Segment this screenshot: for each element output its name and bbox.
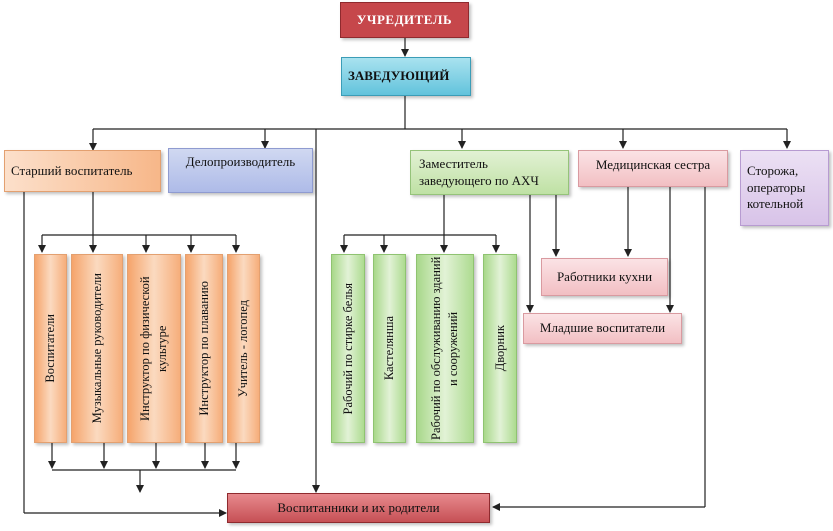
maintenance-worker-label: Рабочий по обслуживанию зданий и сооруже… <box>429 256 460 441</box>
speech-therapist-label: Учитель - логопед <box>236 299 251 398</box>
janitor-label: Дворник <box>492 325 507 372</box>
founder-box: УЧРЕДИТЕЛЬ <box>340 2 469 38</box>
clerk-box: Делопроизводитель <box>168 148 313 193</box>
speech-therapist-box: Учитель - логопед <box>227 254 260 443</box>
swim-instructor-box: Инструктор по плаванию <box>185 254 223 443</box>
pe-instructor-label: Инструктор по физической культуре <box>138 276 169 421</box>
clerk-label: Делопроизводитель <box>185 154 296 169</box>
senior-teacher-label: Старший воспитатель <box>11 162 133 178</box>
guards-box: Сторожа, операторы котельной <box>740 150 829 226</box>
kitchen-workers-box: Работники кухни <box>541 258 668 296</box>
pe-instructor-box: Инструктор по физической культуре <box>127 254 181 443</box>
pupils-parents-label: Воспитанники и их родители <box>277 499 440 515</box>
senior-teacher-box: Старший воспитатель <box>4 150 161 192</box>
janitor-box: Дворник <box>483 254 517 443</box>
teachers-box: Воспитатели <box>34 254 67 443</box>
linen-keeper-label: Кастелянша <box>382 316 397 381</box>
laundry-worker-label: Рабочий по стирке белья <box>340 282 355 415</box>
deputy-ahch-label: Заместитель заведующего по АХЧ <box>419 155 539 188</box>
founder-label: УЧРЕДИТЕЛЬ <box>356 11 453 27</box>
kitchen-workers-label: Работники кухни <box>556 268 653 284</box>
maintenance-worker-box: Рабочий по обслуживанию зданий и сооруже… <box>416 254 474 443</box>
guards-label: Сторожа, операторы котельной <box>747 162 806 212</box>
nurse-box: Медицинская сестра <box>578 150 728 187</box>
swim-instructor-label: Инструктор по плаванию <box>196 281 211 416</box>
head-box: ЗАВЕДУЮЩИЙ <box>341 57 471 96</box>
deputy-ahch-box: Заместитель заведующего по АХЧ <box>410 150 569 195</box>
teachers-label: Воспитатели <box>43 314 58 383</box>
junior-teachers-box: Младшие воспитатели <box>523 313 682 344</box>
junior-teachers-label: Младшие воспитатели <box>539 320 666 336</box>
laundry-worker-box: Рабочий по стирке белья <box>331 254 365 443</box>
pupils-parents-box: Воспитанники и их родители <box>227 493 490 523</box>
nurse-label: Медицинская сестра <box>595 157 711 172</box>
head-label: ЗАВЕДУЮЩИЙ <box>348 68 450 84</box>
music-directors-label: Музыкальные руководители <box>89 273 104 424</box>
linen-keeper-box: Кастелянша <box>373 254 406 443</box>
music-directors-box: Музыкальные руководители <box>71 254 123 443</box>
